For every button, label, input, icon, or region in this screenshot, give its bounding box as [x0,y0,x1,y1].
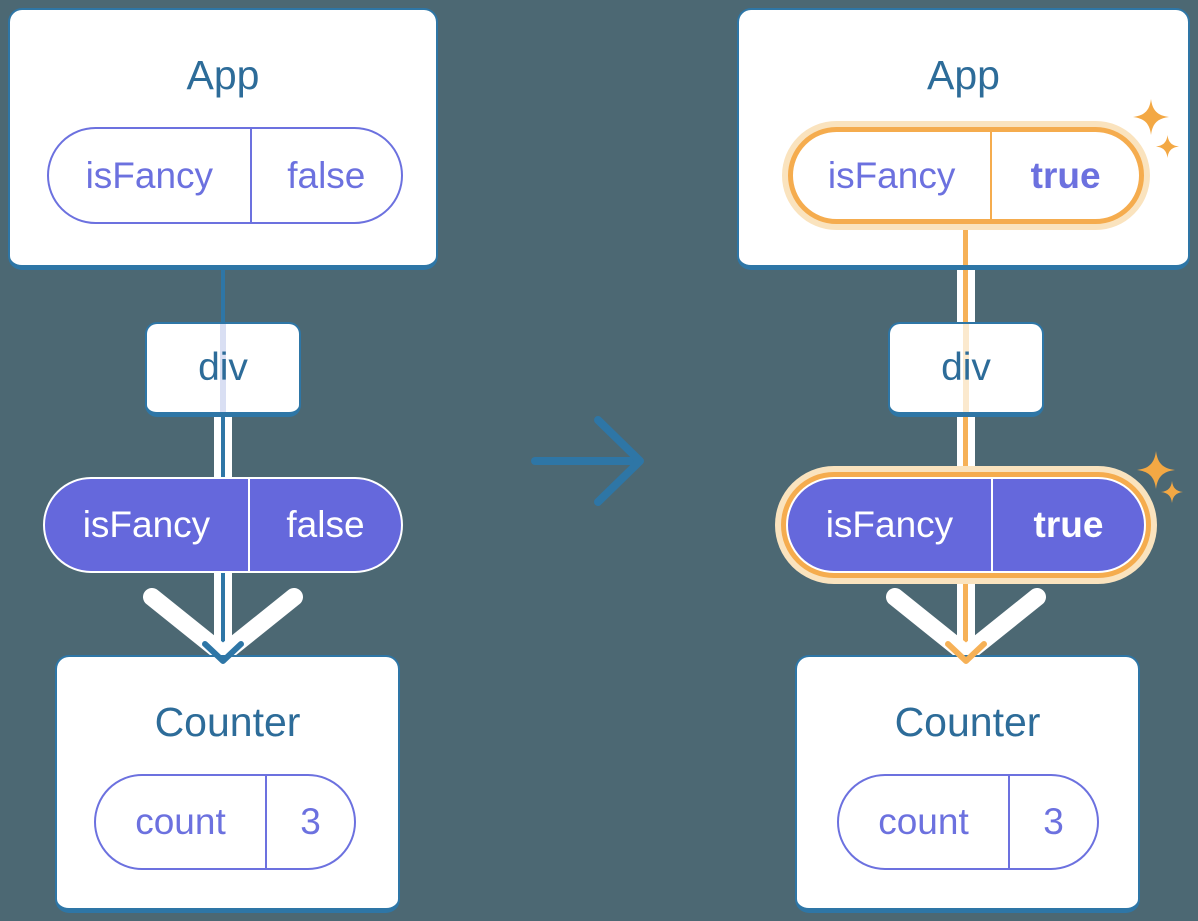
component-title: Counter [154,699,301,745]
container-label: div [198,346,248,389]
prop-pill-before: isFancy false [43,477,403,573]
sparkle-icon [1156,135,1179,158]
counter-card-before: Counter count 3 [55,655,400,913]
arrowhead-icon-orange [945,641,987,664]
state-core-line-after [963,262,968,324]
sparkle-icon [1137,451,1175,489]
counter-state-pill-after: count 3 [837,774,1099,870]
sparkle-icon [1161,481,1183,503]
sparkle-icon [1133,99,1169,135]
state-value: false [287,154,366,196]
state-name: isFancy [49,129,252,222]
faded-prop-line [220,324,226,412]
div-card-before: div [145,322,301,417]
state-value: true [1030,154,1101,196]
arrowhead-icon-blue [202,641,244,664]
prop-value: false [286,504,365,545]
app-card-before: App isFancy false [8,8,438,270]
prop-name: isFancy [788,479,993,571]
prop-pill-after-highlighted: isFancy true [786,477,1146,573]
state-pill-before: isFancy false [47,127,403,224]
component-title: Counter [894,699,1041,745]
div-card-after: div [888,322,1044,417]
state-name: count [839,776,1010,868]
state-name: count [96,776,267,868]
component-title: App [927,52,1000,98]
state-name: isFancy [793,132,993,219]
white-chevron-icon [886,588,1046,663]
counter-card-after: Counter count 3 [795,655,1140,913]
state-pill-after-highlighted: isFancy true [788,127,1144,224]
state-line-in-card [963,218,968,265]
app-card-after: App isFancy true [737,8,1190,270]
prop-name: isFancy [45,479,250,571]
faded-prop-line [963,324,969,412]
white-chevron-icon [143,588,303,663]
transition-right-arrow-icon [531,416,644,506]
counter-state-pill-before: count 3 [94,774,356,870]
container-label: div [941,346,991,389]
prop-value: true [1033,504,1104,545]
connector-app-to-div-before [221,266,225,326]
component-title: App [186,52,260,98]
state-value: 3 [300,801,321,842]
state-value: 3 [1043,801,1064,842]
